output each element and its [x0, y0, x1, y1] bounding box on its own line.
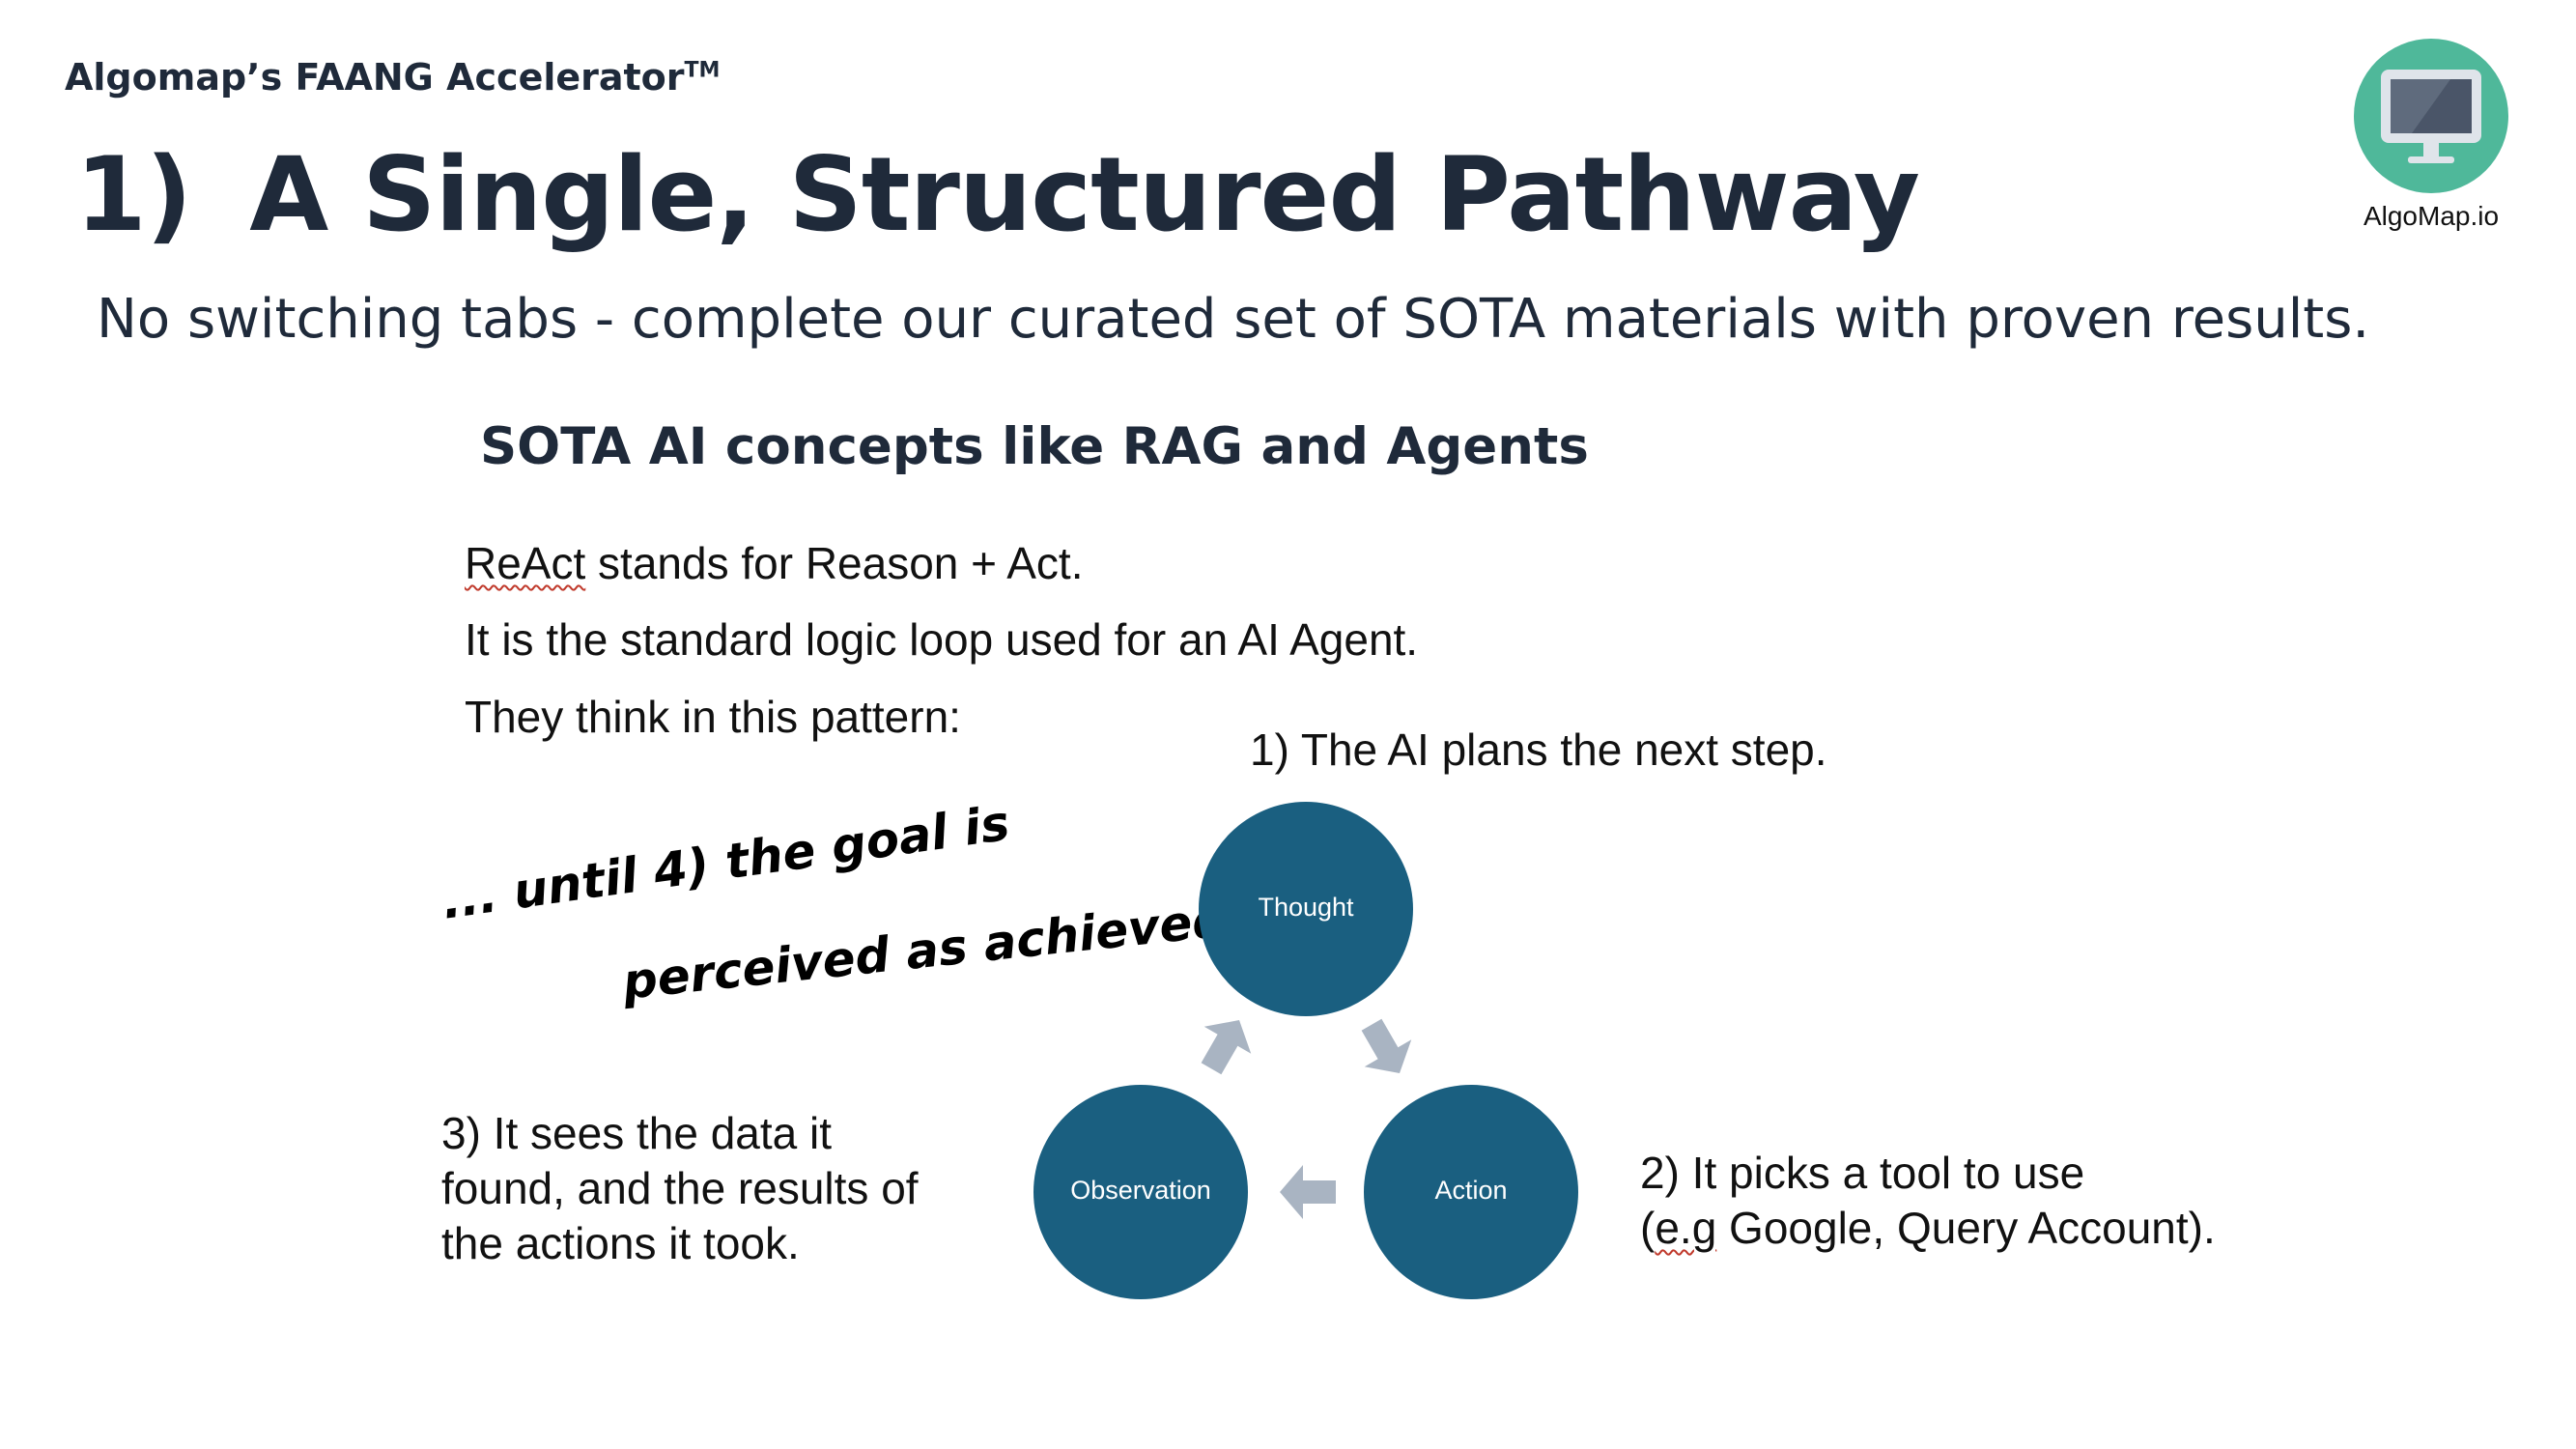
arrow-thought-to-action	[1361, 1018, 1412, 1073]
arrow-observation-to-thought	[1201, 1020, 1252, 1075]
observation-node-label: Observation	[1070, 1176, 1211, 1205]
page-subtitle: No switching tabs - complete our curated…	[97, 288, 2370, 351]
action-node: Action	[1364, 1085, 1578, 1299]
trademark-mark: TM	[684, 58, 721, 83]
step-3-label: 3) It sees the data it found, and the re…	[441, 1108, 919, 1268]
pattern-intro: They think in this pattern:	[465, 692, 961, 742]
step-1-label: 1) The AI plans the next step.	[1250, 724, 1827, 775]
brand-title: Algomap’s FAANG AcceleratorTM	[65, 56, 721, 99]
logo	[2354, 39, 2508, 193]
thought-node: Thought	[1199, 802, 1413, 1016]
title-text: A Single, Structured Pathway	[249, 135, 1920, 254]
thought-node-label: Thought	[1258, 893, 1354, 922]
logo-label: AlgoMap.io	[2363, 201, 2500, 231]
page-title: 1) A Single, Structured Pathway	[75, 135, 1920, 254]
step-2-label: 2) It picks a tool to use (e.g Google, Q…	[1640, 1148, 2216, 1253]
react-definition: ReAct stands for Reason + Act.	[465, 538, 1084, 588]
agent-logic-line: It is the standard logic loop used for a…	[465, 614, 1419, 665]
title-number: 1)	[75, 135, 192, 254]
section-heading: SOTA AI concepts like RAG and Agents	[480, 417, 1589, 476]
handwritten-note-line-1: ... until 4) the goal is	[438, 794, 1013, 930]
eg-term: e.g	[1655, 1203, 1717, 1253]
arrow-action-to-observation	[1280, 1165, 1336, 1219]
action-node-label: Action	[1434, 1176, 1507, 1205]
monitor-icon	[2381, 70, 2481, 163]
react-cycle-diagram: Thought Action Observation	[1033, 802, 1578, 1299]
react-term: ReAct	[465, 538, 586, 588]
observation-node: Observation	[1033, 1085, 1248, 1299]
